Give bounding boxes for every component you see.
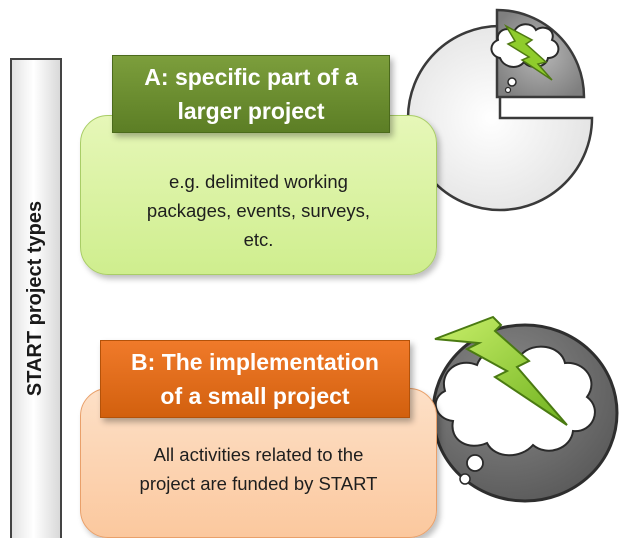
sidebar-label-text: START project types [24, 200, 47, 396]
type-b-title-text: B: The implementation of a small project [131, 349, 379, 409]
type-a-card: e.g. delimited working packages, events,… [80, 115, 437, 275]
type-a-title: A: specific part of a larger project [112, 55, 390, 133]
sidebar-label: START project types [10, 58, 62, 538]
small-lightning-icon [503, 24, 553, 81]
type-a-title-text: A: specific part of a larger project [144, 64, 358, 124]
large-lightning-icon [434, 315, 568, 426]
type-a-description: e.g. delimited working packages, events,… [146, 170, 371, 250]
sidebar-bar [10, 58, 62, 538]
type-b-title: B: The implementation of a small project [100, 340, 410, 418]
thought-cloud-lightning-icon [431, 315, 619, 503]
type-b-description: All activities related to the project ar… [139, 444, 378, 494]
